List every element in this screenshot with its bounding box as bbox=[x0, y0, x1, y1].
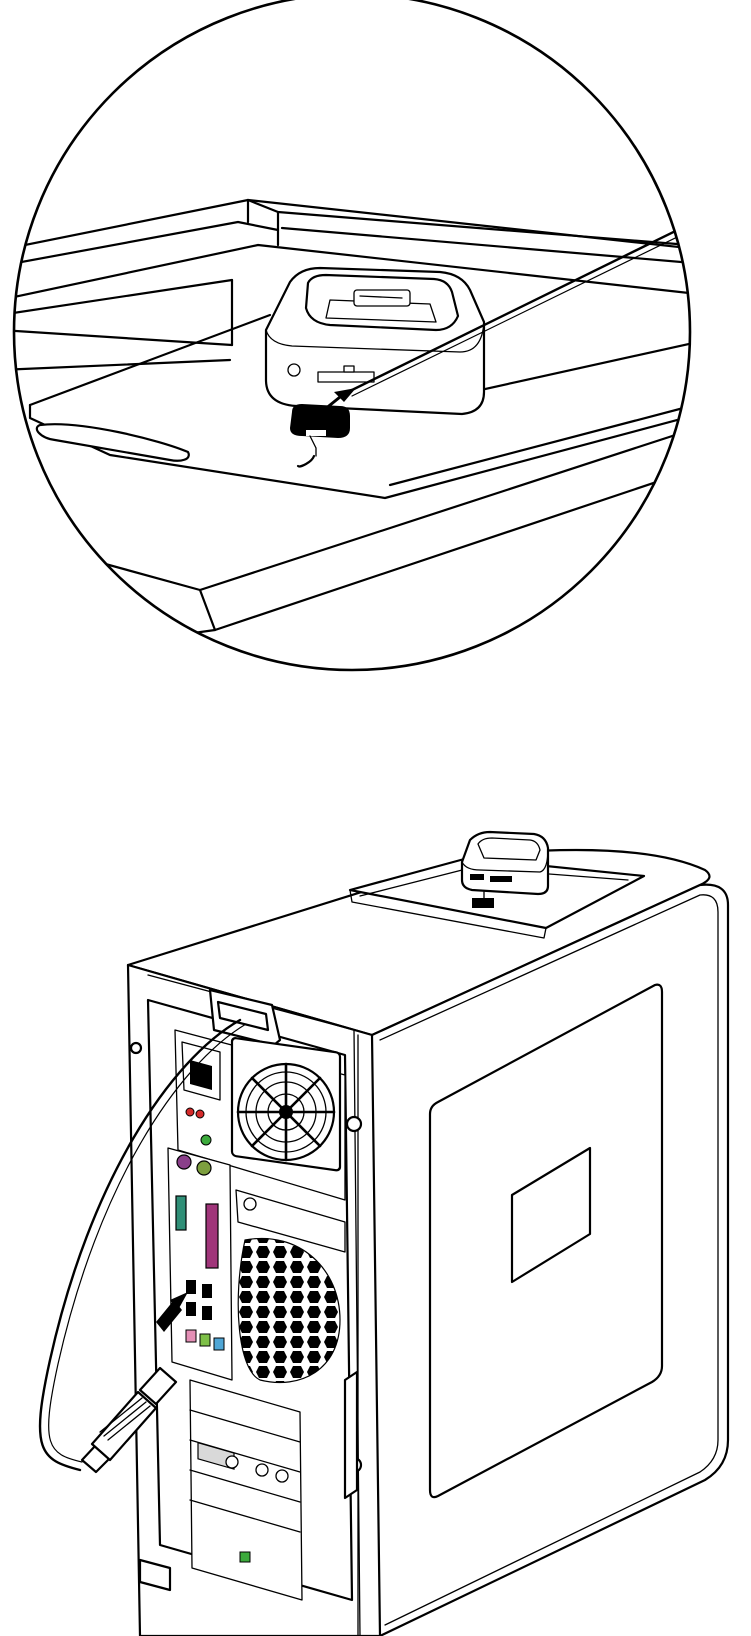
screw bbox=[345, 1115, 363, 1133]
ps2-keyboard-port bbox=[196, 1160, 212, 1176]
leader-line bbox=[350, 213, 690, 392]
bay-floor bbox=[28, 313, 272, 407]
bay-frame bbox=[14, 198, 690, 257]
ps2-mouse-port bbox=[176, 1154, 192, 1170]
ventilation-grille bbox=[237, 1237, 341, 1384]
usb-port bbox=[186, 1280, 196, 1294]
screw bbox=[129, 1041, 143, 1055]
fan-icon bbox=[230, 1037, 342, 1172]
usb-cable bbox=[38, 1018, 242, 1472]
tray-slot bbox=[35, 423, 190, 462]
detail-circle bbox=[12, 0, 692, 672]
audio-port bbox=[213, 1337, 225, 1351]
audio-port bbox=[199, 1333, 211, 1347]
parallel-port bbox=[205, 1203, 219, 1269]
usb-port bbox=[202, 1284, 212, 1298]
dock-icon bbox=[460, 830, 550, 908]
computer-tower bbox=[38, 830, 730, 1636]
serial-port bbox=[175, 1195, 187, 1231]
dock-icon bbox=[264, 266, 486, 416]
usb-port bbox=[186, 1302, 196, 1316]
dock-connector-plug bbox=[290, 404, 350, 468]
usb-plug-icon bbox=[80, 1366, 178, 1474]
audio-port bbox=[185, 1329, 197, 1343]
usb-port bbox=[202, 1306, 212, 1320]
arrow-icon bbox=[156, 1292, 188, 1332]
